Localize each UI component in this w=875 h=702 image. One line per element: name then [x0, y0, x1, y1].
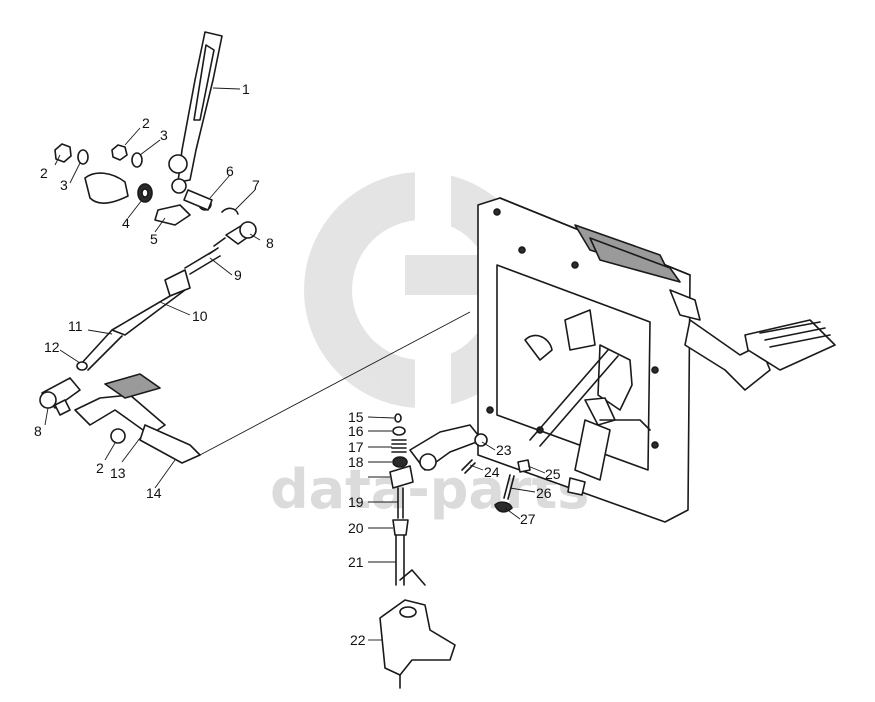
callout-5: 5 — [150, 231, 158, 247]
callout-18: 18 — [348, 454, 364, 470]
callout-labels: 1 2 2 2 3 3 4 5 6 7 8 8 9 10 11 12 13 14… — [34, 81, 561, 648]
callout-16: 16 — [348, 423, 364, 439]
part-pedal-arm — [168, 31, 223, 194]
callout-24: 24 — [484, 464, 500, 480]
callout-2c: 2 — [96, 460, 104, 476]
part-bracket — [379, 569, 456, 689]
callout-10: 10 — [192, 308, 208, 324]
callout-26: 26 — [536, 485, 552, 501]
callout-23: 23 — [496, 442, 512, 458]
callout-1: 1 — [242, 81, 250, 97]
callout-2: 2 — [142, 115, 150, 131]
part-mounting-plate — [477, 197, 836, 523]
callout-25: 25 — [545, 466, 561, 482]
callout-8b: 8 — [34, 423, 42, 439]
part-rod — [76, 269, 191, 371]
callout-3b: 3 — [60, 177, 68, 193]
callout-7: 7 — [252, 177, 260, 193]
callout-3: 3 — [160, 127, 168, 143]
callout-14: 14 — [146, 485, 162, 501]
callout-11: 11 — [68, 318, 83, 334]
callout-8: 8 — [266, 235, 274, 251]
leader-lines — [44, 87, 546, 641]
part-nuts-washers — [54, 143, 239, 226]
part-center-linkage — [389, 413, 531, 586]
callout-27: 27 — [520, 511, 536, 527]
callout-6: 6 — [226, 163, 234, 179]
part-rod-ends — [184, 221, 257, 275]
callout-2b: 2 — [40, 165, 48, 181]
part-lower-assembly — [39, 373, 201, 464]
callout-9: 9 — [234, 267, 242, 283]
callout-21: 21 — [348, 554, 364, 570]
callout-17: 17 — [348, 439, 364, 455]
callout-19: 19 — [348, 494, 364, 510]
callout-4: 4 — [122, 215, 130, 231]
callout-22: 22 — [350, 632, 366, 648]
callout-15: 15 — [348, 409, 364, 425]
callout-13: 13 — [110, 465, 126, 481]
callout-20: 20 — [348, 520, 364, 536]
callout-12: 12 — [44, 339, 60, 355]
